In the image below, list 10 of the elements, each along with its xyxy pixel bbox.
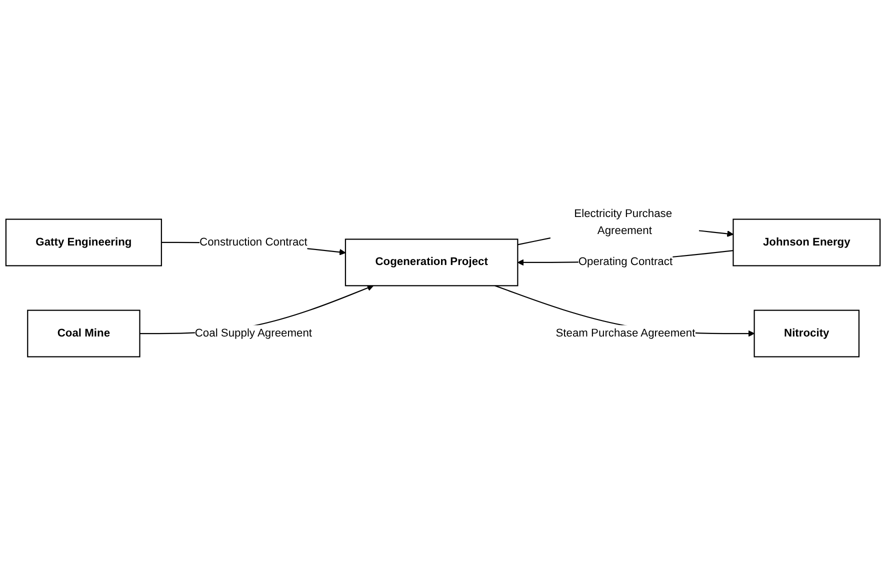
edge-label: Coal Supply Agreement [194,326,312,340]
edge-label: Construction Contract [200,236,308,248]
edge-label: Steam Purchase Agreement [556,326,696,340]
node-box: Coal Mine [27,310,140,358]
node-box: Gatty Engineering [5,218,162,266]
edge-label: Electricity Purchase Agreement [574,208,672,237]
node-box: Nitrocity [754,310,860,358]
node-box: Johnson Energy [732,218,881,266]
node-box: Cogeneration Project [344,238,518,286]
edge-label: Operating Contract [578,256,673,268]
